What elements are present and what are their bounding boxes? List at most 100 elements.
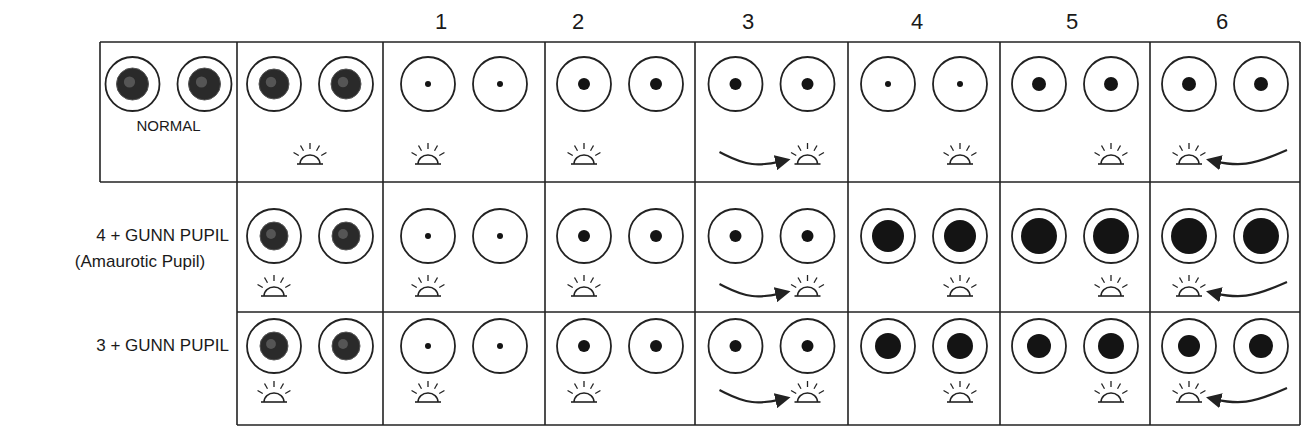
eye-outline [709, 319, 763, 373]
eye-outline [1162, 57, 1216, 111]
eye-outline [709, 57, 763, 111]
swing-arrow [1209, 388, 1287, 402]
test-cell [709, 319, 835, 402]
flashlight-symbol [258, 275, 291, 296]
eye-outline [861, 209, 915, 263]
flashlight-symbol [412, 381, 445, 402]
test-cell [1162, 57, 1288, 164]
flashlight-symbol [1173, 275, 1206, 296]
pupil [117, 68, 149, 100]
grid-line [1149, 42, 1151, 425]
pupil [730, 78, 742, 90]
eye-outline [473, 57, 527, 111]
pupil-texture [266, 77, 277, 88]
pupil [1182, 77, 1196, 91]
eye-outline [1012, 57, 1066, 111]
pupil [260, 332, 288, 360]
grid-line [99, 42, 101, 182]
flashlight-symbol [568, 381, 601, 402]
swing-arrow [1209, 282, 1287, 296]
pupil [497, 343, 503, 349]
eye-outline [1234, 319, 1288, 373]
test-cell [106, 57, 232, 111]
test-cell [247, 209, 373, 296]
flashlight-symbol [412, 275, 445, 296]
flashlight-symbol [944, 275, 977, 296]
test-cell [247, 319, 373, 402]
pupil [875, 333, 901, 359]
flashlight-symbol [791, 275, 824, 296]
grid-line [382, 42, 384, 425]
eye-outline [861, 57, 915, 111]
pupil [425, 233, 431, 239]
eye-outline [1084, 209, 1138, 263]
test-cell [557, 57, 683, 164]
pupil [730, 340, 742, 352]
flashlight-symbol [568, 143, 601, 164]
eye-outline [178, 57, 232, 111]
pupil [578, 340, 590, 352]
eye-outline [557, 57, 611, 111]
pupil [1093, 218, 1129, 254]
test-cell [557, 209, 683, 296]
swing-arrow [720, 152, 788, 164]
eye-outline [247, 319, 301, 373]
pupil [1171, 218, 1207, 254]
test-cell [401, 209, 527, 296]
eye-outline [1234, 209, 1288, 263]
pupil [578, 230, 590, 242]
test-cell [1162, 209, 1288, 296]
eye-outline [781, 209, 835, 263]
eye-outline [401, 57, 455, 111]
test-cell [709, 209, 835, 296]
flashlight-symbol [1095, 275, 1128, 296]
column-number: 5 [1066, 10, 1078, 34]
pupil [1249, 334, 1273, 358]
test-cell [1162, 319, 1288, 402]
test-cell [557, 319, 683, 402]
grid-line [237, 424, 1300, 426]
eye-outline [247, 209, 301, 263]
test-cell [709, 57, 835, 164]
pupil-texture [266, 229, 276, 239]
pupil-texture [338, 339, 348, 349]
eye-outline [1012, 319, 1066, 373]
eye-outline [629, 209, 683, 263]
pupil [885, 81, 891, 87]
eye-outline [933, 209, 987, 263]
eye-outline [557, 209, 611, 263]
pupil [1178, 335, 1200, 357]
pupil [260, 222, 288, 250]
grid-line [236, 42, 238, 425]
pupil [189, 68, 221, 100]
row-label: NORMAL [136, 118, 200, 135]
row-label: 3 + GUNN PUPIL [96, 337, 229, 356]
eye-outline [781, 57, 835, 111]
column-number: 3 [742, 10, 754, 34]
pupil [332, 332, 360, 360]
grid-line [999, 42, 1001, 425]
pupil [1021, 218, 1057, 254]
eye-outline [1084, 319, 1138, 373]
pupil [650, 340, 662, 352]
flashlight-symbol [944, 381, 977, 402]
eye-outline [1084, 57, 1138, 111]
test-cell [1012, 319, 1138, 402]
flashlight-symbol [412, 143, 445, 164]
grid-line [100, 181, 1300, 183]
grid-line [847, 42, 849, 425]
eye-outline [1162, 209, 1216, 263]
pupil [1254, 77, 1268, 91]
eye-outline [861, 319, 915, 373]
grid-line [694, 42, 696, 425]
pupil [1032, 77, 1046, 91]
pupil-texture [338, 77, 349, 88]
eye-outline [933, 57, 987, 111]
pupil [730, 230, 742, 242]
swing-arrow [1209, 150, 1287, 164]
pupil [497, 81, 503, 87]
pupil [425, 343, 431, 349]
test-cell [861, 209, 987, 296]
swing-arrow [720, 390, 788, 402]
flashlight-symbol [1173, 381, 1206, 402]
